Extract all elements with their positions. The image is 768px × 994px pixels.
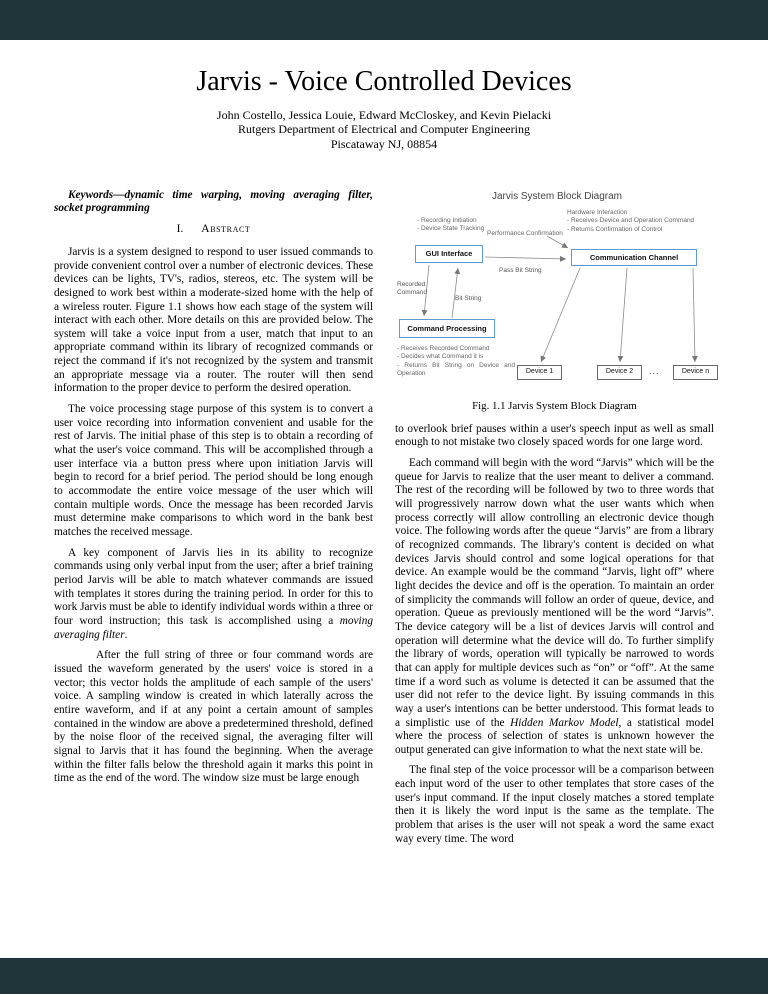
figure-block-diagram: Jarvis System Block Diagram - Recording … bbox=[395, 189, 718, 413]
diagram-label-bit-string: Bit String bbox=[455, 294, 482, 302]
diagram-ellipsis: ... bbox=[649, 365, 660, 376]
right-column: Jarvis System Block Diagram - Recording … bbox=[395, 189, 718, 854]
left-column: Keywords—dynamic time warping, moving av… bbox=[54, 189, 373, 854]
diagram-box-command-processing: Command Processing bbox=[399, 318, 495, 338]
figure-caption: Fig. 1.1 Jarvis System Block Diagram bbox=[472, 399, 637, 412]
diagram-title: Jarvis System Block Diagram bbox=[491, 190, 623, 202]
section-heading-abstract: I. Abstract bbox=[54, 223, 373, 237]
diagram-annotation-gui: - Recording Initiation - Device State Tr… bbox=[417, 216, 485, 233]
italic-term: Hidden Markov Model bbox=[510, 716, 619, 729]
diagram-annotation-performance: Performance Confirmation bbox=[487, 229, 563, 237]
section-title: Abstract bbox=[201, 222, 251, 235]
paragraph-text: Each command will begin with the word “J… bbox=[395, 457, 714, 729]
paragraph: After the full string of three or four c… bbox=[54, 649, 373, 785]
authors-line: John Costello, Jessica Louie, Edward McC… bbox=[216, 108, 552, 123]
affiliation-line: Rutgers Department of Electrical and Com… bbox=[238, 122, 530, 137]
diagram-annotation-command-processing: - Receives Recorded Command - Decides wh… bbox=[397, 344, 515, 377]
paragraph: The final step of the voice processor wi… bbox=[395, 764, 714, 845]
paragraph: Each command will begin with the word “J… bbox=[395, 457, 714, 757]
two-column-body: Keywords—dynamic time warping, moving av… bbox=[0, 189, 768, 854]
paragraph-text: . bbox=[124, 628, 128, 641]
diagram-box-device-1: Device 1 bbox=[517, 364, 562, 380]
diagram-label-recorded-command: Recorded Command bbox=[397, 280, 427, 296]
paragraph-text: A key component of Jarvis lies in its ab… bbox=[54, 546, 373, 627]
diagram-box-device-n: Device n bbox=[673, 364, 718, 380]
diagram-box-device-2: Device 2 bbox=[597, 364, 642, 380]
diagram-label-pass-bit-string: Pass Bit String bbox=[499, 266, 542, 274]
paper-page: Jarvis - Voice Controlled Devices John C… bbox=[0, 40, 768, 958]
paragraph: A key component of Jarvis lies in its ab… bbox=[54, 547, 373, 643]
keywords-line: Keywords—dynamic time warping, moving av… bbox=[54, 188, 373, 215]
paragraph: to overlook brief pauses within a user's… bbox=[395, 422, 714, 449]
diagram-arrows bbox=[421, 235, 698, 362]
diagram-box-gui-interface: GUI Interface bbox=[415, 244, 483, 263]
top-bar bbox=[0, 0, 768, 40]
paragraph: The voice processing stage purpose of th… bbox=[54, 403, 373, 538]
page-title: Jarvis - Voice Controlled Devices bbox=[196, 66, 572, 97]
bottom-bar bbox=[0, 958, 768, 994]
italic-term: moving averaging filter bbox=[54, 614, 373, 641]
paragraph-text: , a statistical model where the process … bbox=[395, 716, 714, 756]
section-number: I. bbox=[176, 222, 184, 235]
paragraph: Jarvis is a system designed to respond t… bbox=[54, 245, 373, 395]
diagram-annotation-hardware: Hardware Interaction - Receives Device a… bbox=[567, 208, 695, 233]
block-diagram: Jarvis System Block Diagram - Recording … bbox=[395, 189, 719, 395]
city-line: Piscataway NJ, 08854 bbox=[330, 136, 438, 151]
diagram-box-communication-channel: Communication Channel bbox=[571, 248, 697, 266]
